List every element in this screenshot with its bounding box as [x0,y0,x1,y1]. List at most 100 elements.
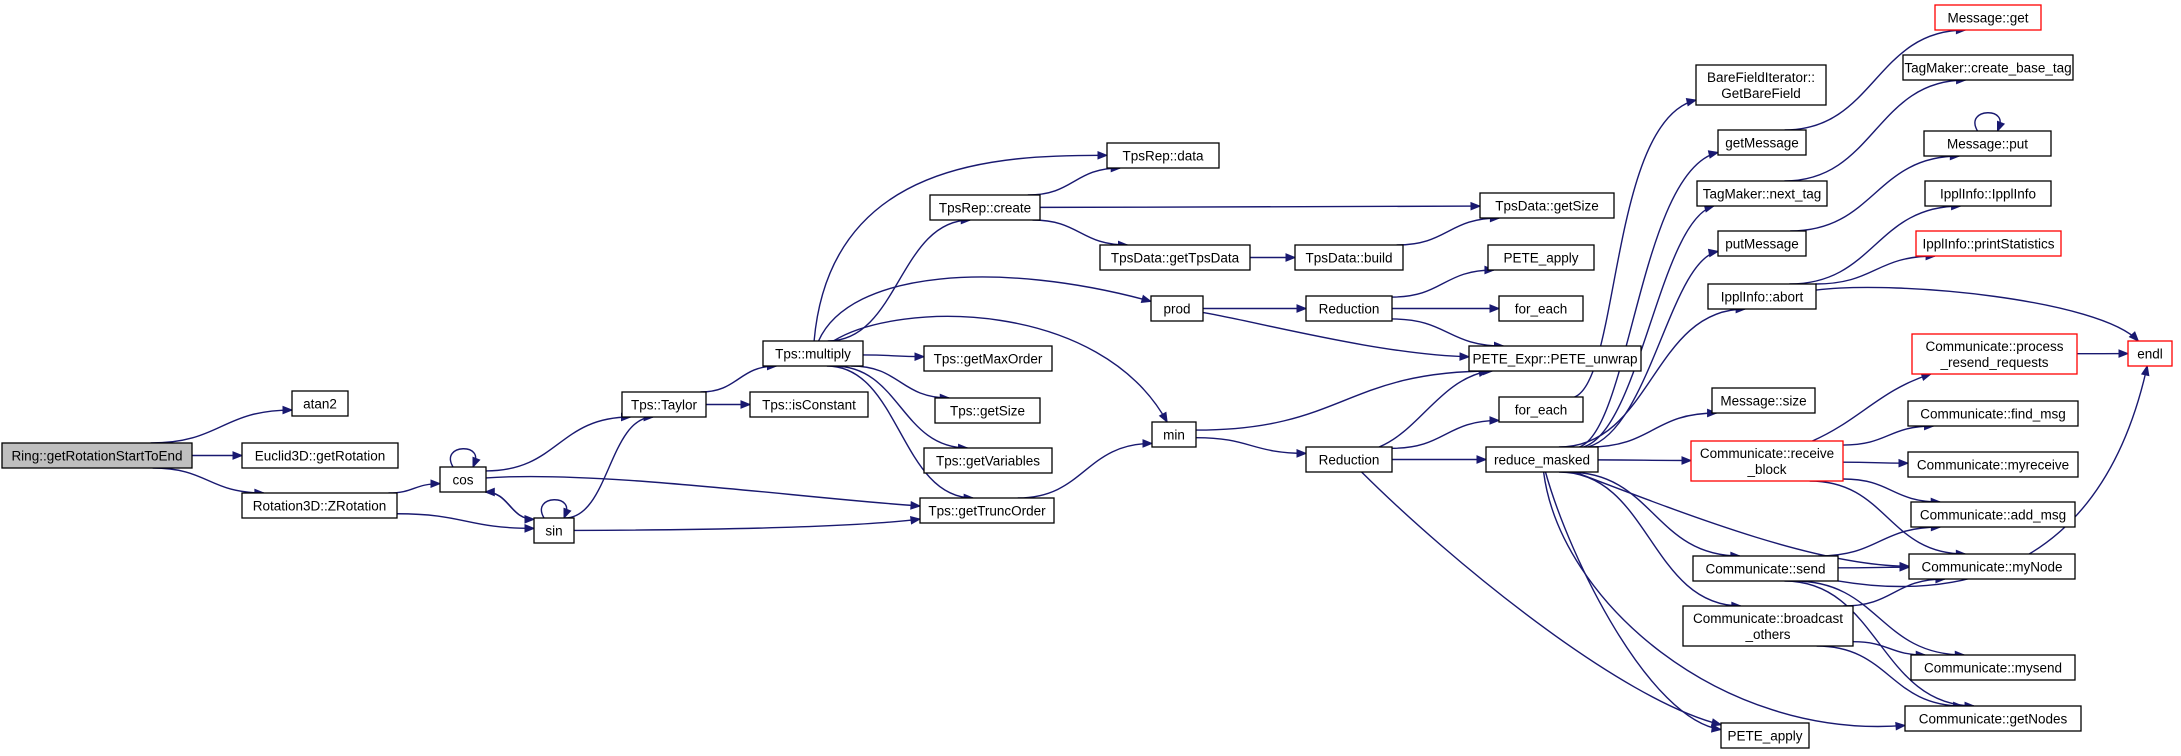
node-label: Communicate::find_msg [1920,407,2066,422]
node-broadcastOthers[interactable]: Communicate::broadcast_others [1682,605,1854,647]
node-box [533,517,575,544]
edge-sin-to-getTruncOrder [573,515,922,532]
node-box [1907,400,2079,427]
node-nextTag[interactable]: TagMaker::next_tag [1696,180,1828,207]
node-ipplAbort[interactable]: IpplInfo::abort [1707,283,1817,310]
node-getTpsData[interactable]: TpsData::getTpsData [1099,244,1251,271]
node-isConstant[interactable]: Tps::isConstant [749,391,869,418]
node-receiveBlock[interactable]: Communicate::receive_block [1690,440,1844,482]
node-peteApply2[interactable]: PETE_apply [1720,722,1810,749]
node-label: IpplInfo::abort [1721,290,1804,305]
node-commSend[interactable]: Communicate::send [1692,555,1839,582]
node-euclidGetRotation[interactable]: Euclid3D::getRotation [241,442,399,469]
edge-prod-to-peteUnwrap [1202,311,1471,361]
node-box [2127,340,2173,367]
node-putMessage[interactable]: putMessage [1717,230,1807,257]
node-cos[interactable]: cos [439,466,487,493]
node-getMessage[interactable]: getMessage [1717,129,1807,156]
node-label: Communicate::process [1925,339,2063,354]
node-label: Tps::getTruncOrder [928,504,1046,519]
node-peteApply1[interactable]: PETE_apply [1487,244,1595,271]
node-reductionB[interactable]: Reduction [1305,446,1393,473]
node-bareField[interactable]: BareFieldIterator::GetBareField [1695,64,1827,106]
node-label: Communicate::broadcast [1693,611,1843,626]
node-getMaxOrder[interactable]: Tps::getMaxOrder [923,345,1053,372]
node-label: reduce_masked [1494,453,1590,468]
edge-sin-to-taylor [564,412,655,519]
node-box [749,391,869,418]
edge-cos-to-getTruncOrder [485,475,922,510]
node-label: BareFieldIterator:: [1707,70,1815,85]
node-label: TpsData::getTpsData [1111,251,1240,266]
node-getTruncOrder[interactable]: Tps::getTruncOrder [919,497,1055,524]
node-label: Euclid3D::getRotation [255,449,386,464]
edge-zRotation-to-sin [396,513,536,533]
node-multiply[interactable]: Tps::multiply [762,340,864,367]
node-addMsg[interactable]: Communicate::add_msg [1910,501,2076,528]
node-box [1720,722,1810,749]
node-box [1305,295,1393,322]
edge-reductionB-to-peteApply2 [1361,471,1723,727]
node-min[interactable]: min [1151,421,1197,448]
node-forEach1[interactable]: for_each [1498,295,1584,322]
node-label: Tps::multiply [775,347,851,362]
node-tpsRepCreate[interactable]: TpsRep::create [929,194,1041,221]
node-mySend[interactable]: Communicate::mysend [1910,654,2076,681]
edge-ipplAbort-to-printStatistics [1815,251,1937,285]
node-tpsDataGetSize[interactable]: TpsData::getSize [1479,192,1615,219]
node-findMsg[interactable]: Communicate::find_msg [1907,400,2079,427]
node-msgPut[interactable]: Message::put [1923,130,2052,157]
node-box [241,442,399,469]
edge-cos-to-taylor [485,412,632,472]
node-box [1099,244,1251,271]
node-label: Message::put [1947,137,2028,152]
node-box [1696,180,1828,207]
node-label: PETE_Expr::PETE_unwrap [1472,352,1637,367]
node-box [1907,451,2079,478]
node-tpsRepData[interactable]: TpsRep::data [1106,142,1220,169]
node-forEach2[interactable]: for_each [1498,396,1584,423]
node-tpsDataBuild[interactable]: TpsData::build [1294,244,1404,271]
edge-taylor-to-isConstant [706,400,752,409]
node-getVariables[interactable]: Tps::getVariables [923,447,1053,474]
node-getRotationStartToEnd[interactable]: Ring::getRotationStartToEnd [1,442,193,469]
edge-commSend-to-addMsg [1818,522,1942,557]
node-label: _resend_requests [1939,355,2048,370]
node-box [1692,555,1839,582]
node-getNodes[interactable]: Communicate::getNodes [1904,705,2082,732]
node-peteUnwrap[interactable]: PETE_Expr::PETE_unwrap [1468,345,1642,372]
edge-reductionA-to-peteUnwrap [1391,318,1505,351]
node-label: Tps::getMaxOrder [934,352,1043,367]
node-endl[interactable]: endl [2127,340,2173,367]
edge-prod-to-reductionA [1203,304,1308,313]
nodes-layer: Ring::getRotationStartToEnd atan2Euclid3D… [1,4,2173,749]
node-label: Communicate::add_msg [1920,508,2066,523]
edge-tpsRepCreate-to-getTpsData [1032,219,1129,250]
node-box [1915,230,2062,257]
node-label: Rotation3D::ZRotation [253,499,387,514]
node-myNode[interactable]: Communicate::myNode [1908,553,2076,580]
node-msgSize[interactable]: Message::size [1711,387,1816,414]
node-reductionA[interactable]: Reduction [1305,295,1393,322]
node-createBaseTag[interactable]: TagMaker::create_base_tag [1902,54,2074,81]
node-box [1487,244,1595,271]
edge-getRotationStartToEnd-to-atan2 [150,405,294,444]
node-zRotation[interactable]: Rotation3D::ZRotation [241,492,398,519]
node-atan2[interactable]: atan2 [291,390,349,417]
node-processResend[interactable]: Communicate::process_resend_requests [1911,333,2078,375]
node-box [1711,387,1816,414]
node-taylor[interactable]: Tps::Taylor [621,391,707,418]
node-sin[interactable]: sin [533,517,575,544]
node-printStatistics[interactable]: IpplInfo::printStatistics [1915,230,2062,257]
node-ipplInfo[interactable]: IpplInfo::IpplInfo [1924,180,2052,207]
node-msgGet[interactable]: Message::get [1934,4,2042,31]
node-getSizeTps[interactable]: Tps::getSize [934,397,1041,424]
edge-tpsRepCreate-to-tpsDataGetSize [1039,201,1482,211]
edge-zRotation-to-cos [388,479,442,494]
node-label: Tps::getVariables [936,454,1040,469]
node-reduceMasked[interactable]: reduce_masked [1485,446,1599,473]
node-myReceive[interactable]: Communicate::myreceive [1907,451,2079,478]
node-box [1485,446,1599,473]
node-box [1910,654,2076,681]
node-prod[interactable]: prod [1150,295,1204,322]
